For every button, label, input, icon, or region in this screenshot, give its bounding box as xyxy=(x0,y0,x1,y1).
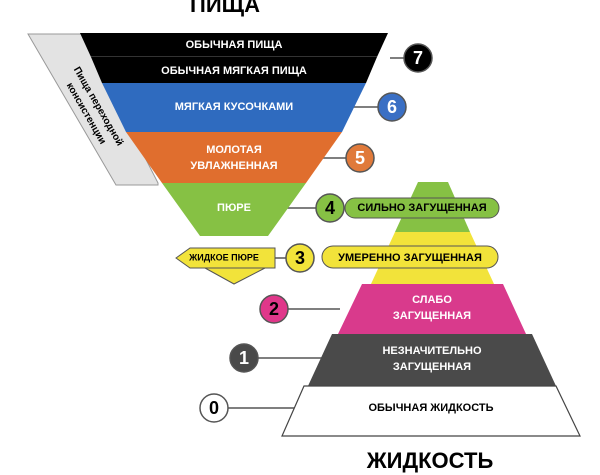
level-7-easy-chew-band xyxy=(91,57,377,83)
svg-text:3: 3 xyxy=(295,248,305,268)
level-7-regular-band xyxy=(80,33,388,57)
svg-text:6: 6 xyxy=(387,97,397,117)
food-title: ПИЩА xyxy=(190,0,260,17)
level-7-easy-chew-label: ОБЫЧНАЯ МЯГКАЯ ПИЩА xyxy=(161,65,307,77)
level-3-food-label: ЖИДКОЕ ПЮРЕ xyxy=(188,252,259,262)
level-4-drink-pill xyxy=(344,197,500,219)
level-3-liquidised-shape xyxy=(175,247,276,285)
level-0-label: ОБЫЧНАЯ ЖИДКОСТЬ xyxy=(368,402,493,414)
level-3-drink-pill xyxy=(321,245,499,269)
liquid-title: ЖИДКОСТЬ xyxy=(366,448,494,473)
badge-0: 0 xyxy=(199,393,229,423)
badge-4: 4 xyxy=(315,193,345,223)
level-4-drink-label: СИЛЬНО ЗАГУЩЕННАЯ xyxy=(357,202,486,214)
badge-3: 3 xyxy=(285,243,315,273)
level-1-label-line2: ЗАГУЩЕННАЯ xyxy=(393,361,471,373)
level-6-soft-bite-sized-band xyxy=(102,83,366,132)
svg-text:0: 0 xyxy=(209,398,219,418)
level-6-label: МЯГКАЯ КУСОЧКАМИ xyxy=(175,101,294,113)
level-4-food-label: ПЮРЕ xyxy=(217,202,251,214)
level-5-label-line1: МОЛОТАЯ xyxy=(206,144,262,156)
transitional-foods-band xyxy=(27,33,159,186)
level-0-thin-band xyxy=(281,385,581,437)
level-2-label-line2: ЗАГУЩЕННАЯ xyxy=(393,310,471,322)
level-2-label-line1: СЛАБО xyxy=(412,294,452,306)
badge-1: 1 xyxy=(229,343,259,373)
level-5-label-line2: УВЛАЖНЕННАЯ xyxy=(190,160,277,172)
level-1-slightly-thick-band xyxy=(308,334,556,386)
badge-2: 2 xyxy=(259,294,289,324)
level-3-drink-label: УМЕРЕННО ЗАГУЩЕННАЯ xyxy=(338,252,482,264)
level-5-minced-moist-band xyxy=(126,132,342,183)
badge-6: 6 xyxy=(377,92,407,122)
svg-text:2: 2 xyxy=(269,299,279,319)
badge-5: 5 xyxy=(345,143,375,173)
level-2-mildly-thick-band xyxy=(338,284,526,334)
svg-text:4: 4 xyxy=(325,198,335,218)
badge-7: 7 xyxy=(403,43,433,73)
svg-text:1: 1 xyxy=(239,348,249,368)
svg-text:7: 7 xyxy=(413,48,423,68)
level-1-label-line1: НЕЗНАЧИТЕЛЬНО xyxy=(382,345,481,357)
svg-text:5: 5 xyxy=(355,148,365,168)
level-7-regular-label: ОБЫЧНАЯ ПИЩА xyxy=(186,39,283,51)
level-4-pureed-band xyxy=(162,183,306,236)
